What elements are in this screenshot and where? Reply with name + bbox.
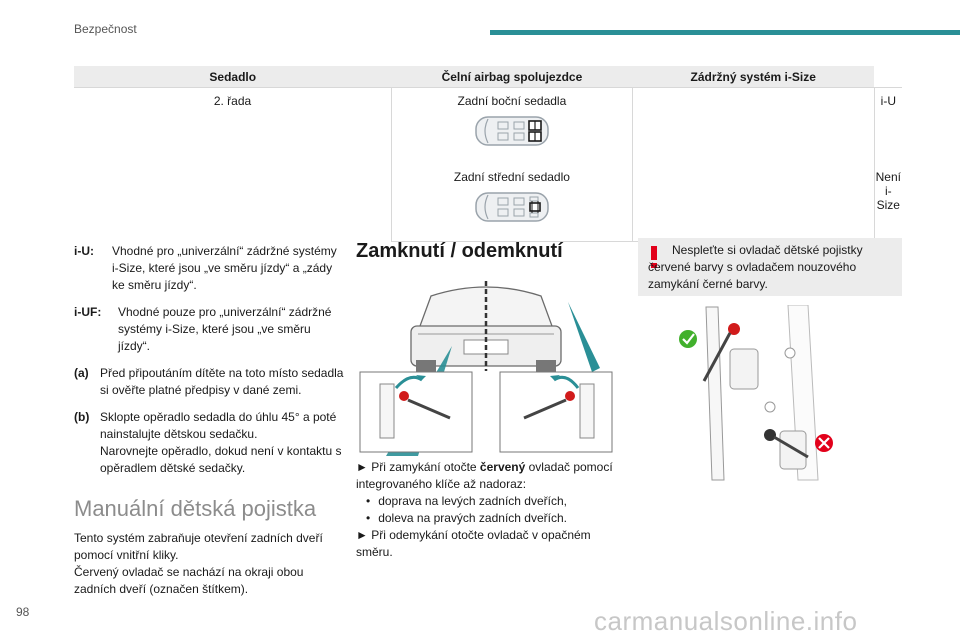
paragraph: Tento systém zabraňuje otevření zadních …	[74, 531, 323, 562]
definition-text: Před připoutáním dítěte na toto místo se…	[100, 366, 344, 397]
unlock-step: ► Při odemykání otočte ovladač v opačném…	[356, 528, 591, 559]
list-item: doprava na levých zadních dveřích,	[374, 493, 626, 510]
seat-label: Zadní střední sedadlo	[453, 170, 570, 184]
column-header-isize: Zádržný systém i-Size	[632, 66, 875, 88]
seat-cell: Zadní střední sedadlo	[391, 164, 633, 242]
definition-i-uf: i-UF: Vhodné pouze pro „univerzální“ zád…	[74, 304, 344, 355]
definition-text: Sklopte opěradlo sedadla do úhlu 45° a p…	[100, 409, 344, 477]
seat-compatibility-table: Sedadlo Čelní airbag spolujezdce Zádržný…	[74, 66, 902, 242]
definition-a: (a) Před připoutáním dítěte na toto míst…	[74, 365, 344, 399]
warning-text: Nespleťte si ovladač dětské pojistky čer…	[648, 243, 863, 291]
definition-b: (b) Sklopte opěradlo sedadla do úhlu 45°…	[74, 409, 344, 477]
manual-child-lock-text: Tento systém zabraňuje otevření zadních …	[74, 530, 344, 598]
isize-value: Není i-Size	[875, 170, 901, 212]
definition-term: i-U:	[74, 244, 94, 258]
lock-direction-list: doprava na levých zadních dveřích, dolev…	[356, 493, 626, 527]
paragraph: Červený ovladač se nachází na okraji obo…	[74, 565, 304, 596]
airbag-cell	[632, 87, 875, 164]
definition-term: i-UF:	[74, 305, 102, 319]
definition-text-line: Narovnejte opěradlo, dokud není v kontak…	[100, 444, 342, 475]
lock-instructions: ► Při zamykání otočte červený ovladač po…	[356, 459, 626, 561]
car-top-rear-side-seats-icon	[475, 116, 549, 146]
definition-i-u: i-U: Vhodné pro „univerzální“ zádržné sy…	[74, 243, 344, 294]
lock-step-emphasis: červený	[479, 460, 526, 474]
page-number: 98	[16, 605, 30, 619]
column-header-seat: Sedadlo	[74, 66, 392, 88]
table-row: 2. řada Zadní boční sedadla i-U	[74, 87, 902, 242]
definition-text: Vhodné pro „univerzální“ zádržné systémy…	[112, 244, 337, 292]
car-rear-doors-illustration	[359, 281, 613, 456]
lock-unlock-heading: Zamknutí / odemknutí	[356, 240, 563, 262]
isize-cell: Není i-Size	[874, 164, 902, 242]
seat-label: Zadní boční sedadla	[457, 94, 567, 108]
warning-box: Nespleťte si ovladač dětské pojistky čer…	[638, 238, 902, 296]
definition-text-line: Sklopte opěradlo sedadla do úhlu 45° a p…	[100, 410, 337, 441]
row-label-cell: 2. řada	[74, 87, 393, 242]
list-item: doleva na pravých zadních dveřích.	[374, 510, 626, 527]
watermark: carmanualsonline.info	[594, 606, 858, 636]
check-mark-icon	[679, 330, 697, 348]
lock-step-text: ovladač pomocí integrovaného klíče až na…	[356, 460, 613, 491]
row-label: 2. řada	[213, 94, 252, 108]
column-header-airbag: Čelní airbag spolujezdce	[391, 66, 633, 88]
definition-text: Vhodné pouze pro „univerzální“ zádržné s…	[118, 305, 332, 353]
table-header-row: Sedadlo Čelní airbag spolujezdce Zádržný…	[74, 66, 902, 88]
section-title: Bezpečnost	[74, 22, 137, 36]
legend-definitions: i-U: Vhodné pro „univerzální“ zádržné sy…	[74, 243, 344, 487]
manual-child-lock-heading: Manuální dětská pojistka	[74, 496, 317, 521]
door-child-lock-illustration	[679, 305, 833, 481]
seat-cell: Zadní boční sedadla	[391, 87, 633, 164]
airbag-cell	[632, 164, 875, 242]
definition-term: (a)	[74, 366, 89, 380]
header-accent-bar	[490, 30, 960, 35]
lock-step-text: ► Při zamykání otočte	[356, 460, 480, 474]
definition-term: (b)	[74, 410, 90, 424]
lock-step: ► Při zamykání otočte červený ovladač po…	[356, 459, 626, 493]
table-row: Zadní střední sedadlo Není i-Size	[74, 164, 902, 242]
exclamation-warning-icon	[651, 246, 657, 268]
isize-cell: i-U	[874, 87, 902, 164]
isize-value: i-U	[880, 94, 896, 108]
car-top-rear-center-seat-icon	[475, 192, 549, 222]
